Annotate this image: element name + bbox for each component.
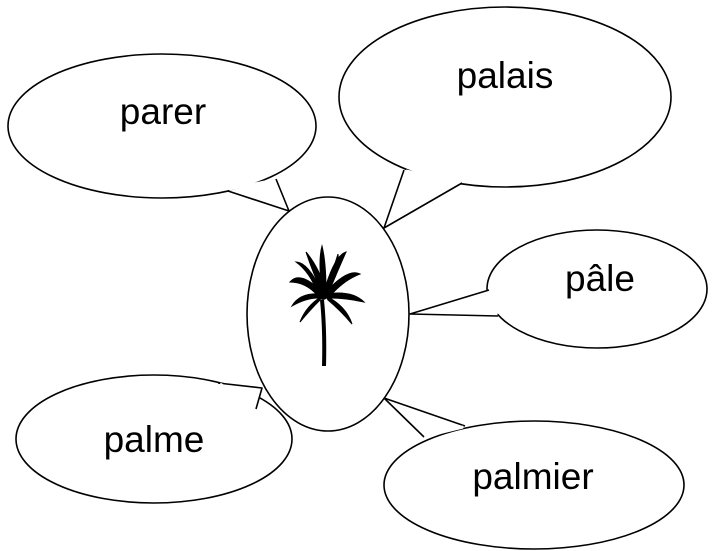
bubble-parer-shape <box>7 53 317 199</box>
bubble-palais-label: palais <box>457 55 554 96</box>
bubble-palais-shape <box>338 6 672 188</box>
bubble-pale-tail <box>409 289 499 317</box>
bubble-pale: pâle <box>409 229 708 349</box>
bubble-parer: parer <box>7 53 317 212</box>
bubble-palme: palme <box>15 374 293 504</box>
bubble-parer-label: parer <box>120 91 206 132</box>
palm-tree-icon <box>288 244 366 366</box>
bubble-palais: palais <box>338 6 672 229</box>
center-node <box>246 196 410 432</box>
bubble-palmier-label: palmier <box>472 456 593 497</box>
bubble-palmier-shape <box>383 420 685 550</box>
bubble-pale-shape <box>486 229 708 349</box>
bubble-palme-shape <box>15 374 293 504</box>
bubble-pale-label: pâle <box>565 258 635 299</box>
center-ellipse <box>246 196 410 432</box>
bubble-palais-tail <box>383 169 463 229</box>
bubble-palmier: palmier <box>383 397 685 550</box>
bubble-palme-label: palme <box>104 419 205 460</box>
